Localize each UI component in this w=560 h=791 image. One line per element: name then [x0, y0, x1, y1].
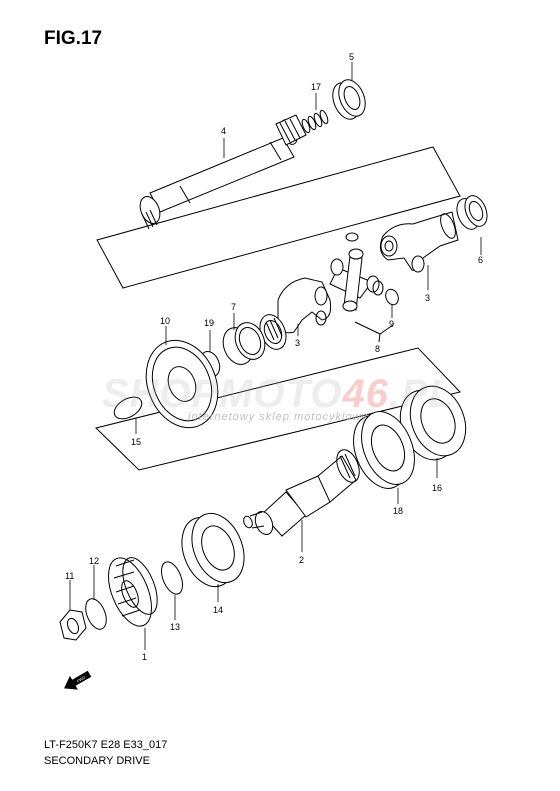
- part-labels: 4 5 17 6 3 7 19 10 3 9 8 15 16 18 2 14 1…: [65, 52, 483, 662]
- part-11-nut: [59, 609, 87, 641]
- part-10-plate: [145, 339, 219, 429]
- group-outline-middle: [95, 347, 461, 471]
- group-outline-upper: [96, 146, 461, 289]
- part-4-drive-shaft: [139, 114, 307, 230]
- part-14-bearing: [181, 512, 245, 588]
- label-part-7: 7: [231, 302, 236, 312]
- label-part-14: 14: [213, 605, 223, 615]
- label-part-2: 2: [299, 555, 304, 565]
- label-part-13: 13: [170, 622, 180, 632]
- label-part-9: 9: [389, 319, 394, 329]
- part-8-bracket: [354, 321, 394, 343]
- label-part-3-lower: 3: [295, 338, 300, 348]
- part-15-o-ring: [113, 396, 143, 420]
- part-13-shim: [161, 561, 183, 595]
- figure-caption: SECONDARY DRIVE: [44, 755, 150, 767]
- leader-lines: [69, 62, 482, 650]
- label-part-10: 10: [160, 316, 170, 326]
- label-part-8: 8: [375, 344, 380, 354]
- part-5-oil-seal: [332, 79, 366, 120]
- label-part-12: 12: [89, 556, 99, 566]
- label-part-17: 17: [311, 82, 321, 92]
- label-part-16: 16: [432, 483, 442, 493]
- part-6-oil-seal: [456, 195, 488, 230]
- label-part-3-upper: 3: [425, 293, 430, 303]
- label-part-6: 6: [478, 255, 483, 265]
- label-part-11: 11: [65, 571, 74, 581]
- label-part-4: 4: [221, 126, 226, 136]
- part-12-washer: [85, 598, 107, 630]
- label-part-1: 1: [142, 652, 147, 662]
- part-3-yoke-upper: [379, 211, 459, 273]
- part-1-bevel-gear: [108, 557, 158, 627]
- part-17-spring: [301, 109, 329, 134]
- part-2-pinion-shaft: [243, 449, 360, 537]
- fwd-label: FWD: [76, 675, 86, 684]
- part-7-bearing: [222, 322, 266, 365]
- label-part-19: 19: [204, 318, 214, 328]
- fwd-arrow-icon: FWD: [64, 670, 92, 690]
- part-3-yoke-lower: [259, 277, 332, 350]
- label-part-5: 5: [349, 52, 354, 62]
- figure-code: LT-F250K7 E28 E33_017: [44, 739, 168, 751]
- label-part-18: 18: [393, 506, 403, 516]
- part-16-bearing: [399, 385, 467, 461]
- part-8-universal-joint: [329, 232, 384, 312]
- label-part-15: 15: [131, 437, 141, 447]
- part-18-bearing: [353, 411, 415, 489]
- part-9-circlip: [385, 288, 399, 306]
- figure-title: FIG.17: [44, 28, 103, 49]
